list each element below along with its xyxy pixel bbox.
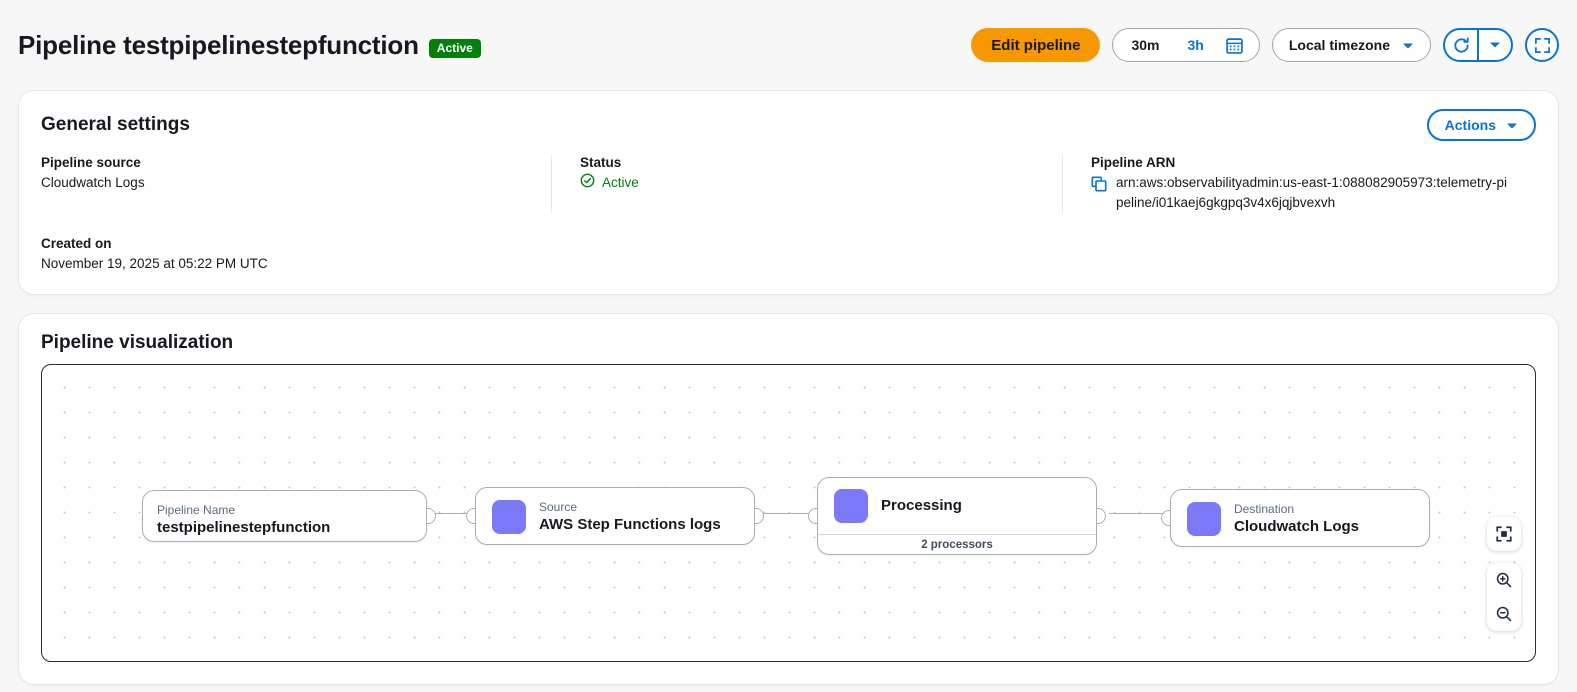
node-texts: Pipeline Name testpipelinestepfunction xyxy=(157,502,330,538)
node-input-port xyxy=(808,507,817,524)
status-check-icon xyxy=(580,173,595,193)
field-status: Status Active xyxy=(552,155,1062,214)
node-icon-swatch xyxy=(1187,501,1221,536)
time-range-3h[interactable]: 3h xyxy=(1187,37,1204,53)
fit-to-screen-icon[interactable] xyxy=(1487,517,1521,551)
zoom-control-pill xyxy=(1487,562,1521,631)
zoom-in-icon[interactable] xyxy=(1487,563,1521,597)
node-output-port xyxy=(427,507,436,524)
node-output-port xyxy=(755,507,764,524)
pipeline-arn-row: arn:aws:observabilityadmin:us-east-1:088… xyxy=(1091,173,1512,214)
calendar-icon[interactable] xyxy=(1218,37,1255,54)
node-icon-swatch xyxy=(834,488,868,523)
time-range-selector[interactable]: 30m 3h xyxy=(1112,28,1260,62)
pipeline-arn-value: arn:aws:observabilityadmin:us-east-1:088… xyxy=(1116,175,1507,211)
node-processor-count: 2 processors xyxy=(818,533,1096,556)
fullscreen-icon[interactable] xyxy=(1525,28,1559,62)
canvas-controls xyxy=(1487,516,1521,631)
status-value: Active xyxy=(602,175,639,190)
node-label: Cloudwatch Logs xyxy=(1234,517,1359,535)
node-input-port xyxy=(1161,509,1170,526)
node-output-port xyxy=(1097,507,1106,524)
node-sublabel: Destination xyxy=(1234,501,1295,516)
status-badge: Active xyxy=(428,38,481,58)
general-settings-title: General settings xyxy=(41,114,190,135)
general-settings-header: General settings Actions xyxy=(19,91,1558,147)
actions-label: Actions xyxy=(1444,117,1496,133)
header-actions: Edit pipeline 30m 3h Local timezone xyxy=(971,28,1559,62)
field-created-on: Created on November 19, 2025 at 05:22 PM… xyxy=(19,236,1558,294)
node-body: Processing xyxy=(818,478,1096,534)
pipeline-arn-label: Pipeline ARN xyxy=(1091,155,1176,170)
refresh-icon[interactable] xyxy=(1445,30,1477,60)
copy-icon[interactable] xyxy=(1091,173,1107,197)
timezone-label: Local timezone xyxy=(1288,37,1390,53)
node-pipeline-name[interactable]: Pipeline Name testpipelinestepfunction xyxy=(142,489,436,542)
column-divider xyxy=(1062,155,1063,213)
general-settings-fields: Pipeline source Cloudwatch Logs Status A… xyxy=(19,147,1558,236)
pipeline-source-label: Pipeline source xyxy=(41,155,141,170)
actions-button[interactable]: Actions xyxy=(1426,109,1536,141)
zoom-out-icon[interactable] xyxy=(1487,597,1521,631)
node-texts: Destination Cloudwatch Logs xyxy=(1234,501,1359,537)
time-range-30m[interactable]: 30m xyxy=(1131,37,1160,53)
node-body: Pipeline Name testpipelinestepfunction xyxy=(143,491,426,549)
node-label: testpipelinestepfunction xyxy=(157,518,331,536)
created-on-value: November 19, 2025 at 05:22 PM UTC xyxy=(41,255,268,271)
field-pipeline-source: Pipeline source Cloudwatch Logs xyxy=(41,155,551,214)
fit-control-pill xyxy=(1487,516,1521,551)
edge-processing-to-destination xyxy=(1109,512,1177,514)
page-title: Pipeline testpipelinestepfunction xyxy=(18,29,419,60)
node-body: Source AWS Step Functions logs xyxy=(476,488,754,546)
refresh-button-group[interactable] xyxy=(1443,28,1513,62)
page-header: Pipeline testpipelinestepfunction Active… xyxy=(0,0,1577,90)
node-texts: Source AWS Step Functions logs xyxy=(539,499,721,535)
node-input-port xyxy=(466,507,475,524)
status-value-row: Active xyxy=(580,173,1038,193)
edge-source-to-processing xyxy=(755,512,823,514)
general-settings-card: General settings Actions Pipeline source… xyxy=(18,90,1559,295)
visualization-title: Pipeline visualization xyxy=(41,331,234,353)
chevron-down-icon[interactable] xyxy=(1479,30,1511,60)
pipeline-source-value: Cloudwatch Logs xyxy=(41,175,145,190)
node-label: Processing xyxy=(881,496,962,514)
chevron-down-icon xyxy=(1402,37,1414,53)
created-on-label: Created on xyxy=(41,235,112,251)
visualization-header: Pipeline visualization xyxy=(19,314,1558,364)
node-texts: Processing xyxy=(881,496,962,516)
pipeline-visualization-card: Pipeline visualization Pipeline Name tes… xyxy=(18,312,1559,685)
node-source[interactable]: Source AWS Step Functions logs xyxy=(466,486,764,546)
node-destination[interactable]: Destination Cloudwatch Logs xyxy=(1161,488,1430,548)
pipeline-canvas[interactable]: Pipeline Name testpipelinestepfunction S… xyxy=(41,363,1536,662)
title-block: Pipeline testpipelinestepfunction Active xyxy=(18,30,971,61)
node-label: AWS Step Functions logs xyxy=(539,515,721,533)
edge-name-to-source xyxy=(427,512,495,514)
field-pipeline-arn: Pipeline ARN arn:aws:observabilityadmin:… xyxy=(1063,155,1536,214)
node-icon-swatch xyxy=(492,499,526,534)
button-group-divider xyxy=(1477,30,1479,60)
edit-pipeline-button[interactable]: Edit pipeline xyxy=(971,28,1101,62)
node-sublabel: Source xyxy=(539,499,578,514)
node-processing[interactable]: Processing 2 processors xyxy=(808,476,1106,556)
node-body: Destination Cloudwatch Logs xyxy=(1171,490,1429,548)
status-label: Status xyxy=(580,155,622,170)
column-divider xyxy=(551,155,552,213)
timezone-dropdown[interactable]: Local timezone xyxy=(1271,28,1431,62)
chevron-down-icon xyxy=(1506,117,1518,133)
node-sublabel: Pipeline Name xyxy=(157,502,236,517)
